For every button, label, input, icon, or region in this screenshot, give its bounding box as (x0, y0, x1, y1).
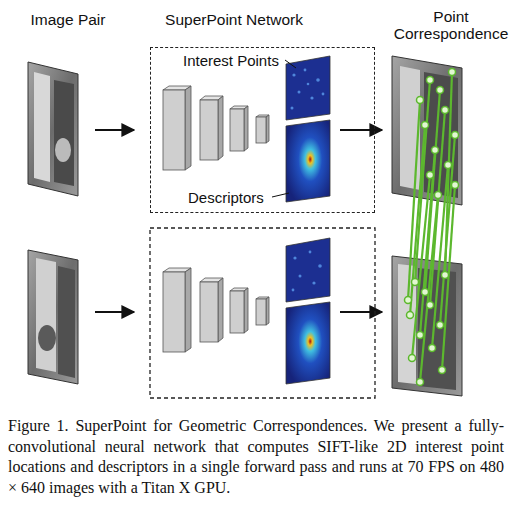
heat-dot (291, 107, 294, 110)
match-point (442, 107, 449, 114)
heat-dot (307, 83, 310, 86)
leader-line (272, 193, 289, 197)
descriptor-map (286, 120, 330, 202)
match-points (405, 69, 459, 386)
column-heading: SuperPoint Network (150, 11, 318, 28)
match-point (405, 297, 412, 304)
layer-side (244, 288, 248, 333)
flow-arrow (95, 129, 134, 131)
match-point (422, 289, 429, 296)
match-point (452, 132, 459, 139)
layer-side (244, 106, 248, 151)
flow-arrow (340, 129, 382, 131)
match-point (439, 367, 446, 374)
layer-side (218, 278, 223, 342)
match-point (407, 312, 414, 319)
match-line (420, 195, 438, 382)
match-lines (408, 72, 455, 382)
layer-front (230, 109, 244, 151)
match-point (422, 122, 429, 129)
heat-dot (312, 281, 315, 284)
match-point (417, 379, 424, 386)
heat-dot (298, 91, 301, 94)
match-point (437, 322, 444, 329)
image-detail (36, 258, 56, 372)
interest-map (286, 238, 330, 302)
image-detail (55, 138, 71, 162)
column-heading: Point Correspondence (392, 8, 509, 42)
heat-dot (322, 93, 325, 96)
layer-front (163, 90, 185, 170)
network-box: Interest PointsDescriptors (150, 47, 375, 213)
layer-side (266, 115, 269, 143)
image-detail (34, 72, 50, 182)
layer-side (185, 268, 191, 352)
match-line (408, 100, 420, 300)
conv-layers (163, 86, 269, 170)
match-point (427, 77, 434, 84)
layer-front (230, 291, 244, 333)
column-heading: Image Pair (12, 11, 124, 28)
layer-side (218, 96, 223, 160)
layer-front (256, 299, 266, 325)
layer-front (256, 117, 266, 143)
match-point (445, 162, 452, 169)
input-image (28, 62, 78, 196)
match-point (409, 355, 416, 362)
heat-dots (291, 69, 325, 110)
image-detail (54, 80, 74, 186)
match-point (442, 272, 449, 279)
conv-layers (163, 268, 269, 352)
match-point (417, 97, 424, 104)
layer-side (185, 86, 191, 170)
match-point (452, 182, 459, 189)
figure-caption: Figure 1. SuperPoint for Geometric Corre… (8, 416, 504, 498)
leader-line (285, 60, 296, 68)
image-detail (400, 66, 420, 190)
heat-dot (304, 69, 307, 72)
layer-side (266, 297, 269, 325)
layer-front (200, 282, 218, 342)
flow-arrow (95, 311, 134, 313)
match-point (412, 279, 419, 286)
heat-dot (293, 256, 296, 259)
heat-dot (316, 78, 320, 82)
heat-dot (299, 275, 302, 278)
layer-front (163, 272, 185, 352)
match-point (417, 332, 424, 339)
heat-dot (318, 264, 322, 268)
match-point (432, 147, 439, 154)
input-image (28, 250, 78, 384)
network-box (150, 228, 375, 398)
match-point (437, 87, 444, 94)
match-line (442, 185, 455, 370)
match-point (435, 192, 442, 199)
heat-dot (309, 251, 312, 254)
image-detail (58, 266, 75, 378)
layer-front (200, 100, 218, 160)
interest-map (286, 56, 330, 120)
image-detail (38, 325, 56, 351)
heat-dot (292, 73, 295, 76)
flow-arrow (340, 311, 382, 313)
descriptor-map (286, 302, 330, 384)
interest-points-label: Interest Points (183, 52, 279, 69)
heat-dot (310, 96, 313, 99)
match-point (427, 302, 434, 309)
descriptors-label: Descriptors (188, 189, 264, 206)
match-point (427, 172, 434, 179)
match-point (429, 345, 436, 352)
match-point (449, 69, 456, 76)
heat-dot (292, 289, 295, 292)
heat-dots (292, 251, 322, 292)
